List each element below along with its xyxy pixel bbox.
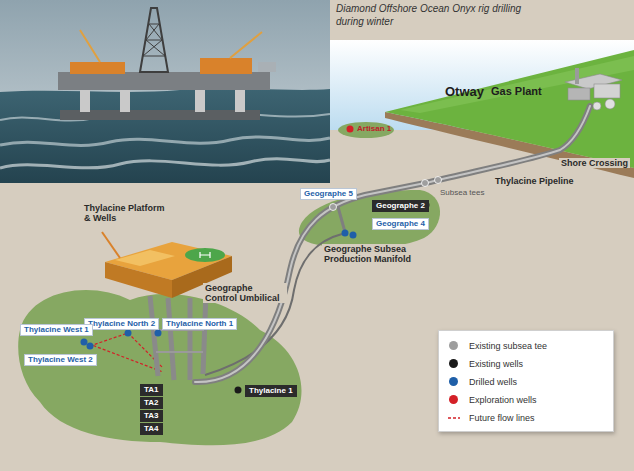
caption-text: Diamond Offshore Ocean Onyx rig drilling…: [336, 3, 521, 27]
legend-row: Drilled wells: [449, 375, 517, 389]
well-name: Thylacine West 1: [24, 325, 89, 335]
gas-plant: [565, 68, 622, 110]
platform: [102, 232, 232, 380]
manifold-tie-in: [338, 207, 345, 232]
well-name: TA2: [144, 398, 159, 408]
legend-swatch: [449, 395, 458, 404]
well-name: Thylacine 1: [249, 386, 293, 396]
legend-text: Existing subsea tee: [469, 341, 547, 351]
feature-label: Thylacine Pipeline: [495, 176, 574, 186]
future-flow-line: [84, 333, 163, 372]
land: [385, 50, 634, 168]
legend-row: Existing subsea tee: [449, 339, 547, 353]
drilled-well-tag: Geographe 5: [300, 188, 357, 200]
well-name: Thylacine North 2: [88, 319, 155, 329]
well-name: TA3: [144, 411, 159, 421]
legend-text: Drilled wells: [469, 377, 517, 387]
photo-caption: Diamond Offshore Ocean Onyx rig drilling…: [336, 2, 526, 28]
existing-well-tag: Thylacine 1: [245, 385, 297, 397]
legend-row: Exploration wells: [449, 393, 537, 407]
well-name: TA4: [144, 424, 159, 434]
legend-text: Existing wells: [469, 359, 523, 369]
legend-row: Future flow lines: [449, 411, 535, 425]
drilled-well-tag: Thylacine North 2: [84, 318, 159, 330]
feature-label: Shore Crossing: [559, 158, 630, 168]
feature-label: Geographe Control Umbilical: [203, 283, 287, 303]
feature-label: Geographe Subsea Production Manifold: [322, 244, 422, 264]
place-name: Gas Plant: [491, 84, 542, 99]
existing-well-tag: TA1: [140, 384, 163, 396]
legend-swatch: [449, 377, 458, 386]
exploration-well-name: Artisan 1: [357, 124, 391, 134]
drilled-well-tag: Thylacine North 1: [162, 318, 237, 330]
legend-text: Future flow lines: [469, 413, 535, 423]
well-name: Geographe 2: [376, 201, 425, 211]
well-markers: [81, 126, 442, 394]
well-name: Geographe 4: [376, 219, 425, 229]
drilled-well-tag: Thylacine West 2: [24, 354, 97, 366]
existing-well-tag: TA2: [140, 397, 163, 409]
legend-swatch: [449, 341, 458, 350]
well-name: Thylacine North 1: [166, 319, 233, 329]
well-name: Thylacine West 2: [28, 355, 93, 365]
well-name: TA1: [144, 385, 159, 395]
legend-row: Existing wells: [449, 357, 523, 371]
well-name: Geographe 5: [304, 189, 353, 199]
thylacine-field: [18, 290, 301, 445]
feature-label: Thylacine Platform & Wells: [84, 203, 166, 223]
legend-text: Exploration wells: [469, 395, 537, 405]
rig-photo: [0, 0, 330, 183]
drilled-well-tag: Geographe 4: [372, 218, 429, 230]
drilled-well-tag: Thylacine West 1: [20, 324, 93, 336]
existing-well-tag: TA4: [140, 423, 163, 435]
artisan-field: [338, 122, 394, 138]
legend-swatch: [449, 359, 458, 368]
legend-box: Existing subsea teeExisting wellsDrilled…: [438, 330, 614, 432]
feature-label: Subsea tees: [440, 188, 484, 198]
existing-well-tag: Geographe 2: [372, 200, 429, 212]
legend-line-sample: [447, 411, 461, 425]
place-name: Otway: [445, 84, 484, 99]
existing-well-tag: TA3: [140, 410, 163, 422]
land-highlight: [400, 56, 634, 113]
